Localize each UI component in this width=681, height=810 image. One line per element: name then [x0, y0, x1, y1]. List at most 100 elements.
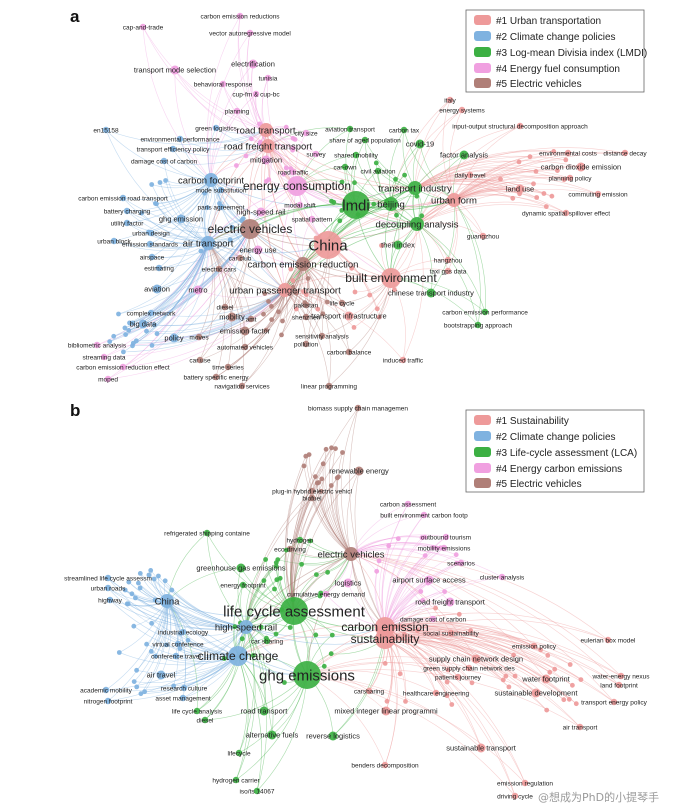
keyword-label: social sustainability	[423, 630, 479, 637]
keyword-node	[345, 348, 353, 356]
minor-node	[283, 547, 289, 553]
network-edge	[144, 655, 239, 693]
network-edge	[109, 228, 251, 342]
network-edge	[453, 151, 554, 201]
keyword-node	[521, 779, 529, 787]
keyword-node	[138, 319, 148, 329]
minor-node	[340, 450, 345, 455]
keyword-node	[400, 126, 408, 134]
network-edge	[384, 622, 548, 656]
keyword-node	[152, 284, 162, 294]
network-edge	[350, 553, 615, 703]
keyword-label: ghg emission	[159, 215, 203, 224]
network-edge	[302, 223, 418, 265]
network-edge	[453, 125, 521, 201]
keyword-node	[215, 265, 223, 273]
keyword-label: water footprint	[521, 675, 570, 684]
network-edge	[453, 191, 537, 201]
minor-node	[318, 590, 324, 596]
network-edge	[173, 228, 251, 339]
network-edge	[141, 212, 209, 244]
network-edge	[453, 195, 567, 214]
legend-a-swatch	[474, 63, 491, 73]
keyword-node	[594, 190, 602, 198]
network-edge	[414, 109, 463, 189]
network-edge	[142, 289, 286, 326]
network-edge	[384, 626, 516, 677]
keyword-label: lifecycle	[227, 750, 251, 757]
network-edge	[107, 655, 239, 702]
keyword-label: battery charging	[104, 208, 151, 215]
keyword-label: green supply chain network des	[423, 665, 515, 672]
keyword-node	[236, 563, 246, 573]
minor-node	[456, 611, 462, 617]
network-edge	[158, 179, 212, 269]
minor-node	[293, 306, 299, 312]
keyword-node	[338, 299, 346, 307]
keyword-label: streamlined life cycle assessm	[64, 575, 152, 582]
keyword-node	[176, 135, 184, 143]
minor-node	[444, 693, 450, 699]
keyword-node	[102, 686, 110, 694]
keyword-node	[322, 590, 330, 598]
minor-node	[374, 568, 380, 574]
legend-a-item: #5 Electric vehicles	[474, 78, 582, 90]
network-edge	[384, 576, 503, 640]
keyword-label: virtual conference	[152, 641, 204, 648]
network-edge	[416, 174, 471, 225]
panel-a-label: a	[70, 7, 80, 26]
minor-node	[500, 677, 506, 683]
network-edge	[322, 463, 352, 555]
network-edge	[293, 477, 338, 612]
network-edge	[132, 242, 209, 347]
minor-node	[374, 306, 380, 312]
network-edge	[416, 201, 547, 225]
keyword-node	[212, 124, 220, 132]
legend-b-swatch	[474, 478, 491, 488]
keyword-node	[410, 217, 424, 231]
keyword-node	[381, 268, 401, 288]
network-edge	[206, 15, 241, 181]
minor-node	[264, 635, 269, 641]
minor-node	[325, 569, 330, 575]
keyword-label: high-speed rail	[236, 208, 286, 217]
keyword-label: amt	[246, 316, 257, 323]
network-edge	[238, 15, 267, 131]
keyword-node	[235, 749, 243, 757]
keyword-node	[308, 215, 316, 223]
network-edge	[350, 553, 451, 603]
network-edge	[237, 553, 352, 657]
keyword-label: input-output structural decomposition ap…	[452, 123, 588, 130]
keyword-label: research culture	[161, 685, 208, 692]
network-edge	[210, 129, 267, 181]
keyword-node	[429, 615, 437, 623]
network-edge	[350, 553, 452, 634]
panel-b-network: biomass supply chain managemenrenewable …	[64, 404, 650, 800]
network-edge	[350, 553, 620, 686]
keyword-label: road transport	[241, 707, 289, 716]
panel-a-legend: #1 Urban transportation #2 Climate chang…	[465, 9, 647, 93]
minor-node	[148, 649, 154, 654]
network-edge	[384, 562, 462, 628]
network-edge	[172, 145, 269, 157]
network-edge	[414, 166, 537, 189]
network-edge	[126, 222, 251, 238]
network-edge	[414, 156, 566, 189]
minor-node	[279, 332, 284, 338]
minor-node	[328, 651, 334, 657]
keyword-label: diesel	[197, 717, 215, 724]
network-edge	[133, 242, 209, 344]
minor-node	[258, 624, 264, 630]
keyword-node	[343, 578, 353, 588]
minor-node	[415, 628, 420, 633]
network-edge	[453, 159, 566, 201]
minor-node	[136, 580, 141, 586]
network-edge	[308, 454, 352, 555]
network-edge	[414, 178, 521, 190]
minor-node	[319, 476, 325, 482]
network-edge	[210, 179, 286, 291]
keyword-node	[564, 149, 572, 157]
keyword-label: moped	[98, 376, 118, 383]
legend-b-swatch	[474, 431, 491, 441]
network-edge	[416, 166, 582, 225]
